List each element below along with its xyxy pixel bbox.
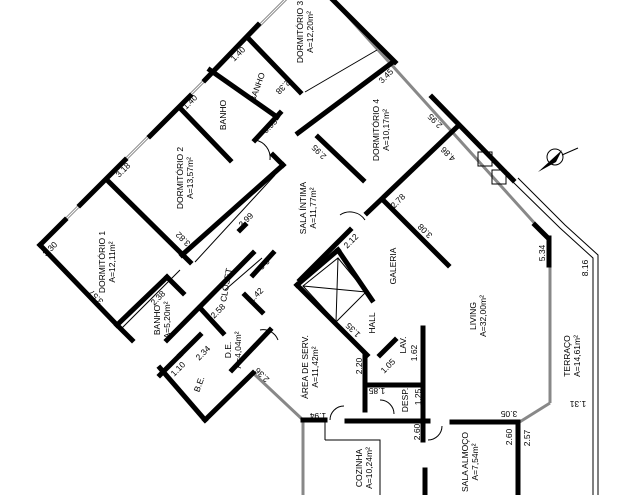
dimension-label: 2.20 xyxy=(354,357,364,374)
room-name-de: D.E. xyxy=(223,342,233,359)
dimension-label: 1.42 xyxy=(246,285,265,304)
room-name-dorm1: DORMITÓRIO 1 xyxy=(97,231,107,294)
room-name-desp: DESP. xyxy=(400,388,410,412)
dimension-label: 2.36 xyxy=(252,366,271,385)
room-area-area-serv: A=11,42m² xyxy=(310,346,320,387)
north-compass-icon xyxy=(538,147,579,172)
room-name-terraco: TERRAÇO xyxy=(562,335,572,377)
room-name-dorm3: DORMITÓRIO 3 xyxy=(295,1,305,64)
dimension-label: 3.18 xyxy=(113,160,132,179)
dimension-label: 5.34 xyxy=(537,244,547,261)
dimension-label: 1.25 xyxy=(413,388,423,405)
room-area-sala-intima: A=11,77m² xyxy=(308,187,318,228)
dimension-label: 1.40 xyxy=(228,44,247,63)
room-name-dorm2: DORMITÓRIO 2 xyxy=(175,147,185,210)
dimension-label: 2.34 xyxy=(193,343,212,362)
room-name-dorm4: DORMITÓRIO 4 xyxy=(371,99,381,162)
dimension-label: 1.94 xyxy=(309,411,326,421)
room-name-banho-a: BANHO xyxy=(247,71,267,103)
room-name-banho-suite: BANHO xyxy=(152,305,162,336)
room-area-terraco: A=14,61m² xyxy=(572,335,582,377)
dimension-label: 1.85 xyxy=(368,386,385,396)
room-name-banho-b: BANHO xyxy=(218,100,228,131)
room-name-galeria: GALERIA xyxy=(388,247,398,284)
room-area-dorm4: A=10,17m² xyxy=(381,109,391,151)
room-area-sala-almoco: A=7,54m² xyxy=(470,443,480,480)
dimension-label: 4.86 xyxy=(438,145,457,164)
room-name-lav: LAV. xyxy=(398,336,408,353)
dimension-label: 2.38 xyxy=(274,78,293,97)
room-name-cozinha: COZINHA xyxy=(354,449,364,488)
room-area-cozinha: A=10,24m² xyxy=(364,447,374,489)
room-name-be: B.E. xyxy=(192,375,207,394)
dimension-label: 2.60 xyxy=(504,428,514,445)
dimension-label: 3.05 xyxy=(500,409,517,419)
dimension-label: 2.58 xyxy=(208,301,227,320)
dimension-label: 1.40 xyxy=(180,92,199,111)
room-area-living: A=32,00m² xyxy=(478,295,488,337)
terrace-outline xyxy=(512,177,599,495)
room-name-sala-almoco: SALA ALMOÇO xyxy=(460,432,470,492)
dimension-label: 2.57 xyxy=(522,429,532,446)
fixtures xyxy=(121,49,507,495)
shaft-box xyxy=(477,151,493,167)
room-name-hall: HALL xyxy=(367,312,377,334)
room-area-dorm1: A=12,11m² xyxy=(107,241,117,282)
elevator-icon xyxy=(302,257,367,323)
dimension-label: 2.60 xyxy=(412,423,422,440)
room-area-banho-suite: A=5,20m² xyxy=(162,301,172,338)
room-name-sala-intima: SALA ÍNTIMA xyxy=(298,181,308,234)
room-name-living: LIVING xyxy=(468,302,478,330)
room-name-area-serv: ÁREA DE SERV. xyxy=(300,335,310,399)
room-area-dorm3: A=12,20m² xyxy=(305,11,315,53)
room-area-de: A=4,04m² xyxy=(233,331,243,368)
dimension-label: 2.95 xyxy=(425,112,444,131)
dimension-label: 1.31 xyxy=(569,399,586,409)
walls xyxy=(36,0,552,495)
dimension-label: 8.16 xyxy=(580,259,590,276)
dimension-label: 1.62 xyxy=(409,344,419,361)
dimension-label: 1.05 xyxy=(378,356,397,375)
room-area-dorm2: A=13,57m² xyxy=(185,157,195,199)
dimension-label: 2.78 xyxy=(388,191,407,210)
shaft-box xyxy=(491,169,507,185)
